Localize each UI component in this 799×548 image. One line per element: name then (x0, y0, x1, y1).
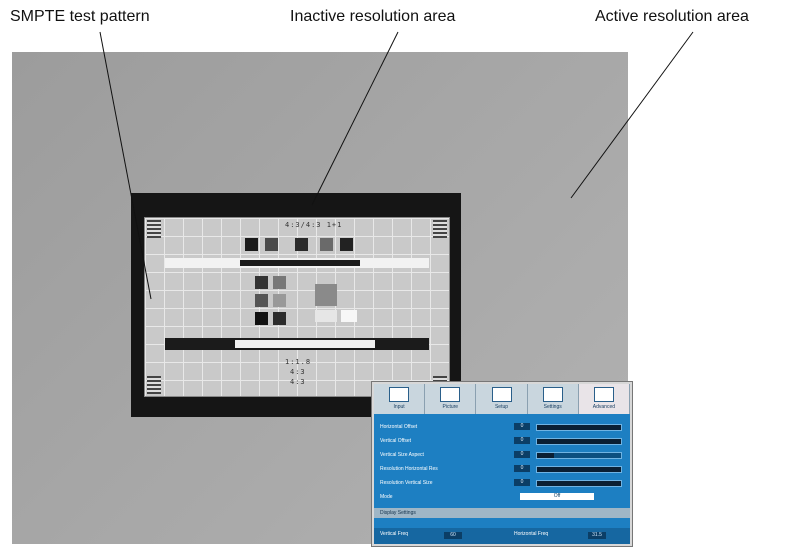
osd-row-value: 0 (514, 479, 530, 486)
osd-slider-fill (537, 481, 621, 486)
pattern-top-text: 4:3/4:3 1+1 (285, 221, 343, 229)
gray-patch (273, 312, 286, 325)
osd-bottom-label: Vertical Freq (380, 531, 409, 537)
corner-marker (433, 220, 447, 238)
tab-label: Settings (543, 404, 562, 410)
osd-slider-fill (537, 425, 621, 430)
osd-row-value: 0 (514, 451, 530, 458)
gray-patch (273, 276, 286, 289)
osd-row-value: 0 (514, 437, 530, 444)
resolution-patch (315, 310, 337, 322)
osd-row[interactable]: Vertical Size Aspect 0 (380, 450, 624, 460)
resolution-patch (315, 284, 337, 306)
pattern-bottom-text: 1:1.8 (285, 358, 312, 366)
tab-label: Picture (442, 404, 459, 410)
osd-row[interactable]: Resolution Horizontal Res 0 (380, 464, 624, 474)
advanced-icon (593, 387, 614, 402)
tab-input[interactable]: Input (374, 384, 426, 414)
osd-slider-fill (537, 453, 554, 458)
gray-patch (255, 294, 268, 307)
osd-bottom-value: 60 (444, 532, 462, 539)
inactive-resolution-area: 4:3/4:3 1+1 1:1.8 4:3 4:3 (131, 193, 461, 417)
tab-advanced[interactable]: Advanced (578, 384, 631, 414)
smpte-test-pattern: 4:3/4:3 1+1 1:1.8 4:3 4:3 (144, 217, 450, 397)
picture-icon (440, 387, 461, 402)
osd-row-label: Resolution Horizontal Res (380, 466, 438, 472)
pattern-bottom-text: 4:3 (290, 378, 306, 386)
tab-label: Setup (494, 404, 509, 410)
label-active-resolution-area: Active resolution area (595, 8, 749, 25)
osd-menu: Input Picture Setup Settings Advanced Ho… (372, 382, 632, 546)
osd-row[interactable]: Vertical Offset 0 (380, 436, 624, 446)
gray-patch (245, 238, 258, 251)
tab-setup[interactable]: Setup (476, 384, 528, 414)
osd-bottom-value: 31.5 (588, 532, 606, 539)
osd-slider[interactable] (536, 438, 622, 445)
osd-slider[interactable] (536, 424, 622, 431)
gray-patch (265, 238, 278, 251)
resolution-patch (341, 310, 357, 322)
osd-row-label: Mode (380, 494, 393, 500)
osd-bottom-bar: Vertical Freq 60 Horizontal Freq 31.5 (374, 528, 630, 544)
tab-label: Input (393, 404, 405, 410)
osd-row-label: Horizontal Offset (380, 424, 418, 430)
corner-marker (147, 220, 161, 238)
active-resolution-area: 4:3/4:3 1+1 1:1.8 4:3 4:3 (12, 52, 632, 546)
corner-marker (147, 376, 161, 394)
osd-row-value: 0 (514, 465, 530, 472)
label-smpte-test-pattern: SMPTE test pattern (10, 8, 150, 25)
osd-slider-fill (537, 467, 621, 472)
label-inactive-resolution-area: Inactive resolution area (290, 8, 456, 25)
osd-slider[interactable] (536, 480, 622, 487)
osd-row-label: Vertical Offset (380, 438, 412, 444)
osd-row[interactable]: Horizontal Offset 0 (380, 422, 624, 432)
tab-label: Advanced (592, 404, 616, 410)
osd-slider-fill (537, 439, 621, 444)
osd-slider[interactable] (536, 452, 622, 459)
black-bar (240, 260, 360, 266)
osd-bottom-label: Horizontal Freq (514, 531, 549, 537)
osd-row-value: 0 (514, 423, 530, 430)
osd-tab-bar: Input Picture Setup Settings Advanced (374, 384, 631, 414)
osd-row[interactable]: Resolution Vertical Size 0 (380, 478, 624, 488)
gray-patch (320, 238, 333, 251)
settings-icon (542, 387, 563, 402)
gray-patch (255, 276, 268, 289)
setup-icon (491, 387, 512, 402)
pattern-bottom-text: 4:3 (290, 368, 306, 376)
osd-row-label: Resolution Vertical Size (380, 480, 433, 486)
input-icon (389, 387, 410, 402)
osd-row-label: Vertical Size Aspect (380, 452, 424, 458)
white-bar (235, 340, 375, 348)
tab-settings[interactable]: Settings (528, 384, 579, 414)
osd-slider[interactable] (536, 466, 622, 473)
gray-patch (295, 238, 308, 251)
osd-section-header: Display Settings (374, 508, 630, 518)
osd-row[interactable]: Mode Off (380, 492, 624, 502)
osd-select[interactable]: Off (520, 493, 594, 500)
gray-patch (340, 238, 353, 251)
gray-patch (273, 294, 286, 307)
gray-patch (255, 312, 268, 325)
tab-picture[interactable]: Picture (425, 384, 477, 414)
